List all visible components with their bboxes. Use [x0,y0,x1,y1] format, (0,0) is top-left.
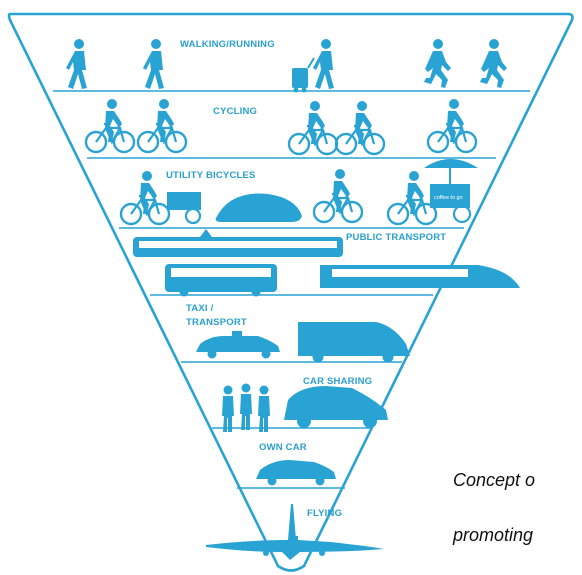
tier-label-cycling: CYCLING [213,106,257,117]
bus-icon [165,264,277,297]
tier-label-car-sharing: CAR SHARING [303,376,372,387]
tier-label-taxi: TAXI / [186,303,214,314]
van-icon [298,322,410,356]
public-transport-pictograms [133,229,520,297]
caption-line-1: Concept o [453,470,536,490]
taxi-transport-pictograms [196,322,410,363]
shared-car-icon [284,386,388,420]
pyramid-outline [7,12,574,572]
tier-label-walking-running: WALKING/RUNNING [180,39,275,50]
velomobile-icon [215,193,302,222]
walking-running-pictograms [66,39,507,93]
tier-label-flying: FLYING [307,508,342,519]
car-sharing-pictograms [222,383,388,432]
tram-icon [133,229,343,257]
tier-label-utility-bicycles: UTILITY BICYCLES [166,170,256,181]
airplane-icon [206,504,384,560]
walker-with-suitcase-icon [292,39,334,93]
train-icon [320,265,520,288]
cycling-pictograms [84,99,478,156]
taxi-car-icon [196,336,280,352]
cargo-bike-icon [119,171,202,226]
tier-label-public-transport: PUBLIC TRANSPORT [346,232,446,243]
coffee-to-go-sign: coffee to go [434,195,463,201]
caption-line-2: promoting [453,525,534,545]
tier-label-transport: TRANSPORT [186,317,247,328]
coffee-cart-bike-icon: coffee to go [386,159,478,226]
utility-bicycles-pictograms: coffee to go [119,159,478,226]
tier-dividers [53,90,530,489]
tier-label-own-car: OWN CAR [259,442,307,453]
own-car-icon [256,460,336,479]
